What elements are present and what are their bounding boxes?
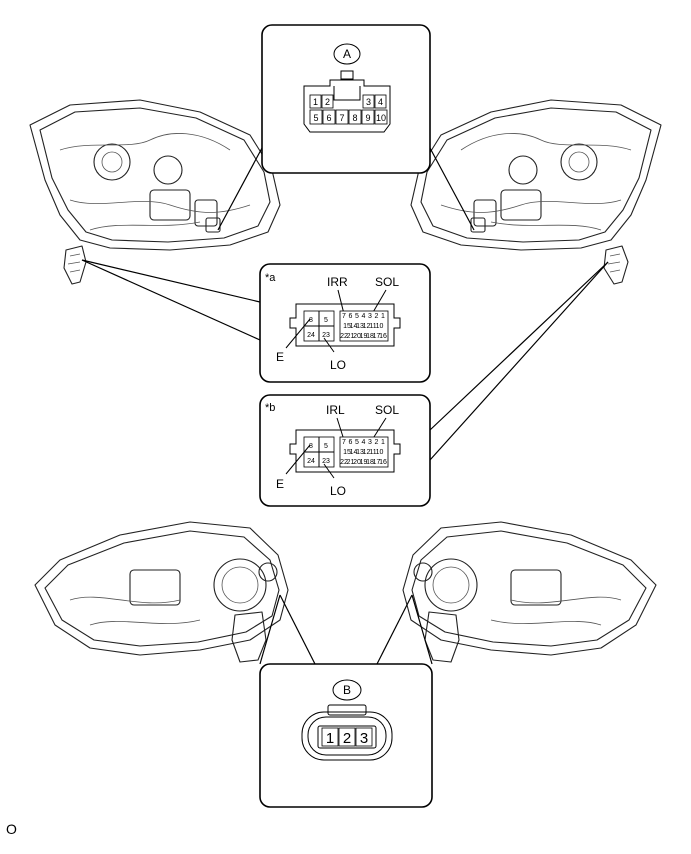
connector-a-box: A 1 2 3 4 5 6 7 8 9 10	[261, 24, 431, 174]
pin-a1-r3-16: 16	[379, 333, 387, 340]
signal-e-label-b: E	[276, 477, 284, 491]
pin-a1-r1-5: 5	[355, 313, 359, 320]
pin-a1-r3-20: 20	[353, 333, 361, 340]
pin-a1-r2-15: 15	[343, 323, 351, 330]
pin-a1-r2-13: 13	[356, 323, 364, 330]
pin-a-8: 8	[352, 113, 357, 123]
signal-lo-label-a: LO	[330, 358, 346, 372]
pin-a1-r3-18: 18	[366, 333, 374, 340]
pin-b-2: 2	[343, 730, 351, 747]
pin-a-5: 5	[313, 113, 318, 123]
pin-a1-r2-11: 11	[369, 323, 376, 330]
pin-b1-r3-18: 18	[366, 459, 374, 466]
pin-a-9: 9	[365, 113, 370, 123]
connector-b1-pin-grid: 7 6 5 4 3 2 1 15 14 13 12 11 10 22 21 20…	[339, 436, 389, 468]
pin-b1-r1-2: 2	[375, 439, 379, 446]
pin-a-10: 10	[376, 113, 386, 123]
pin-b1-r2-14: 14	[350, 449, 358, 456]
pin-b1-r3-16: 16	[379, 459, 387, 466]
signal-irr-label: IRR	[327, 275, 348, 289]
connector-a-label: A	[343, 47, 351, 61]
pin-a1-r2-12: 12	[363, 323, 371, 330]
connector-b1-callout: *b	[265, 402, 275, 414]
pin-b1-8: 8	[309, 443, 313, 450]
headlight-bottom-right-illustration	[402, 521, 657, 663]
pin-a-2: 2	[325, 97, 330, 107]
pin-b1-r3-17: 17	[373, 459, 381, 466]
pin-b1-r2-12: 12	[363, 449, 371, 456]
pin-a1-24: 24	[307, 332, 315, 339]
signal-lo-label-b: LO	[330, 484, 346, 498]
pin-a1-r2-14: 14	[350, 323, 358, 330]
footer-code: O	[6, 821, 17, 837]
pin-b1-23: 23	[322, 458, 330, 465]
pin-b1-r1-5: 5	[355, 439, 359, 446]
pin-a1-r1-2: 2	[375, 313, 379, 320]
pin-b1-24: 24	[307, 458, 315, 465]
pin-b1-r2-11: 11	[369, 449, 376, 456]
pin-a1-5: 5	[324, 317, 328, 324]
pin-a1-r3-17: 17	[373, 333, 381, 340]
signal-irl-label: IRL	[326, 403, 345, 417]
connector-b1-box: *b IRL SOL 8 5 24 23 7 6 5 4 3 2 1 15 14…	[259, 394, 431, 507]
pin-b1-r1-1: 1	[381, 439, 385, 446]
pin-b-1: 1	[326, 730, 334, 747]
connector-a-pins: 1 2 3 4 5 6 7 8 9 10	[309, 94, 388, 125]
pin-a1-23: 23	[322, 332, 330, 339]
pin-b1-r1-7: 7	[342, 439, 346, 446]
pin-b1-r2-15: 15	[343, 449, 351, 456]
pin-a-7: 7	[339, 113, 344, 123]
pin-b1-5: 5	[324, 443, 328, 450]
pin-a1-r3-22: 22	[340, 333, 348, 340]
pin-b1-r1-4: 4	[362, 439, 366, 446]
pin-a1-r1-3: 3	[368, 313, 372, 320]
connector-b-label: B	[343, 683, 351, 697]
pin-b1-r3-21: 21	[347, 459, 355, 466]
pin-a1-r1-7: 7	[342, 313, 346, 320]
pin-a-4: 4	[378, 97, 383, 107]
connector-a1-box: *a IRR SOL 8 5 24 23 7 6 5 4 3 2 1 15 14…	[259, 263, 431, 383]
pin-a-3: 3	[366, 97, 371, 107]
pin-b1-r2-10: 10	[376, 449, 384, 456]
connector-a1-callout: *a	[265, 272, 276, 284]
pin-a1-r1-6: 6	[349, 313, 353, 320]
headlight-bottom-left-illustration	[34, 521, 289, 663]
pin-b1-r1-3: 3	[368, 439, 372, 446]
pin-a1-r1-1: 1	[381, 313, 385, 320]
headlight-top-left-illustration	[29, 99, 281, 285]
pin-b-3: 3	[360, 730, 368, 747]
pin-b1-r1-6: 6	[349, 439, 353, 446]
pin-b1-r3-19: 19	[360, 459, 368, 466]
pin-a1-r1-4: 4	[362, 313, 366, 320]
connector-a1-pin-grid: 7 6 5 4 3 2 1 15 14 13 12 11 10 22 21 20…	[339, 310, 389, 342]
pin-b1-r2-13: 13	[356, 449, 364, 456]
pin-a1-r3-19: 19	[360, 333, 368, 340]
headlight-top-right-illustration	[410, 99, 662, 285]
pin-a-1: 1	[313, 97, 318, 107]
signal-e-label-a: E	[276, 350, 284, 364]
signal-sol-label-a: SOL	[375, 275, 399, 289]
pin-a1-r2-10: 10	[376, 323, 384, 330]
leader-lines	[81, 147, 609, 665]
pin-b1-r3-22: 22	[340, 459, 348, 466]
signal-sol-label-b: SOL	[375, 403, 399, 417]
pin-b1-r3-20: 20	[353, 459, 361, 466]
pin-a-6: 6	[326, 113, 331, 123]
pin-a1-8: 8	[309, 317, 313, 324]
pin-a1-r3-21: 21	[347, 333, 355, 340]
connector-b-box: B 1 2 3	[259, 663, 433, 808]
